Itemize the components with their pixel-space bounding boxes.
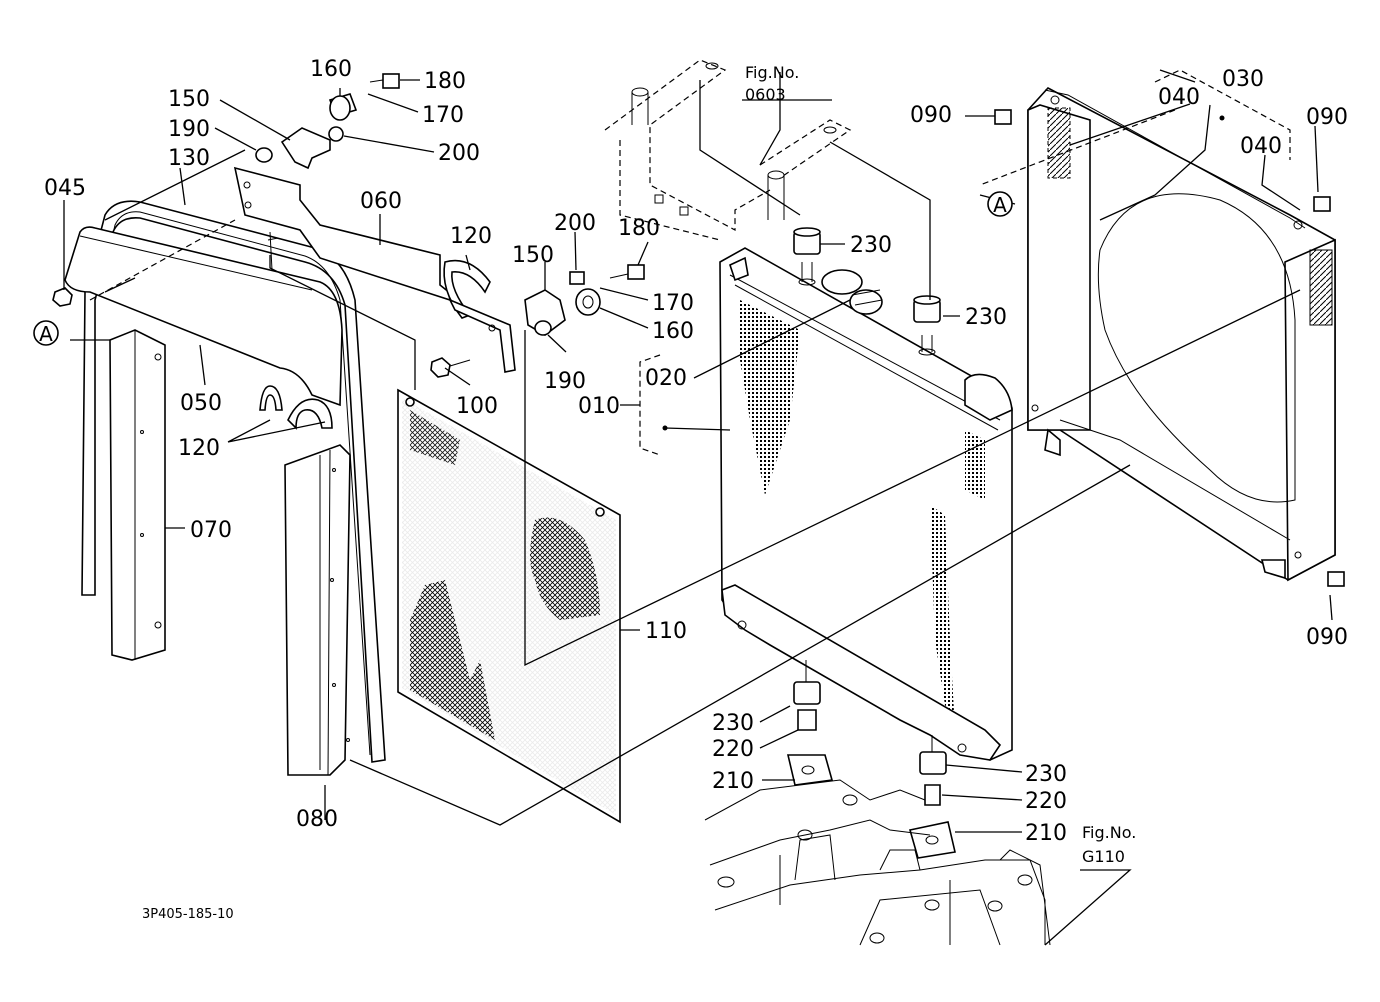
svg-text:A: A	[993, 193, 1007, 217]
callout-labels: 160 180 150 170 190 200 130 045 060 120 …	[44, 57, 1348, 922]
frame-g110	[704, 779, 1051, 946]
callout-180-top: 180	[424, 69, 466, 94]
panel-070	[109, 329, 166, 661]
callout-150-top: 150	[168, 87, 210, 112]
nut-190-top	[255, 147, 273, 163]
mount-stack-right	[908, 735, 956, 859]
cushion-230-top-left	[793, 227, 821, 286]
cushion-230-top-right	[913, 295, 941, 356]
callout-230-bottom-left: 230	[712, 711, 754, 736]
callout-020: 020	[645, 366, 687, 391]
callout-220-bottom-left: 220	[712, 737, 754, 762]
fig-g110-label: Fig.No.	[1082, 823, 1136, 842]
bracket-060	[233, 166, 451, 302]
callout-080: 080	[296, 807, 338, 832]
nut-200-top	[328, 126, 344, 142]
callout-040-right: 040	[1240, 134, 1282, 159]
callout-060: 060	[360, 189, 402, 214]
callout-120-left: 120	[178, 436, 220, 461]
callout-150-right: 150	[512, 243, 554, 268]
callout-160-right: 160	[652, 319, 694, 344]
callout-170-right: 170	[652, 291, 694, 316]
callout-090-top-right: 090	[1306, 105, 1348, 130]
bolt-180-right	[609, 264, 645, 280]
stay-150-top	[280, 127, 331, 170]
callout-210-bottom-left: 210	[712, 769, 754, 794]
bracket-rail	[448, 298, 516, 373]
callout-190-top: 190	[168, 117, 210, 142]
panel-080	[284, 444, 351, 776]
bolt-180-top	[369, 73, 400, 89]
bolt-090-bottom-right	[1327, 571, 1345, 587]
callout-200-right: 200	[554, 211, 596, 236]
bolt-045	[52, 287, 73, 307]
panel-050	[64, 226, 343, 407]
callout-190-right: 190	[544, 369, 586, 394]
callout-110: 110	[645, 619, 687, 644]
screen-110	[397, 388, 621, 824]
callout-010: 010	[578, 394, 620, 419]
callout-040-top: 040	[1158, 85, 1200, 110]
bolt-090-top-left	[994, 109, 1012, 125]
callout-130: 130	[168, 146, 210, 171]
callout-120-right: 120	[450, 224, 492, 249]
callout-230-bottom-right: 230	[1025, 762, 1067, 787]
callout-090-bottom-right: 090	[1306, 625, 1348, 650]
fig-g110-number: G110	[1082, 847, 1125, 866]
drawing-code: 3P405-185-10	[142, 907, 234, 922]
callout-090-top-left: 090	[910, 103, 952, 128]
svg-text:A: A	[39, 322, 53, 346]
fig-0603-label: Fig.No.	[745, 63, 799, 82]
radiator-010	[719, 247, 1013, 761]
callout-220-bottom-right: 220	[1025, 789, 1067, 814]
mount-stack-left	[786, 660, 834, 786]
ref-a-left: A	[33, 320, 59, 346]
collar-160-top	[328, 93, 358, 121]
callout-170-top: 170	[422, 103, 464, 128]
callout-030: 030	[1222, 67, 1264, 92]
callout-050: 050	[180, 391, 222, 416]
collar-160-right	[575, 288, 601, 316]
callout-230-top-left: 230	[850, 233, 892, 258]
callout-230-top-right: 230	[965, 305, 1007, 330]
callout-160-top: 160	[310, 57, 352, 82]
callout-180-right: 180	[618, 216, 660, 241]
bolt-100	[430, 357, 471, 378]
fig-0603-number: 0603	[745, 85, 786, 104]
bolt-090-top-right	[1313, 196, 1331, 212]
ref-a-right: A	[987, 191, 1013, 217]
shroud-030	[1027, 87, 1336, 582]
u-clips-120-left	[259, 385, 333, 430]
callout-100: 100	[456, 394, 498, 419]
callout-070: 070	[190, 518, 232, 543]
callout-200-top: 200	[438, 141, 480, 166]
callout-210-bottom-right: 210	[1025, 821, 1067, 846]
radiator-cap-020	[821, 269, 883, 315]
nut-190-right	[534, 320, 552, 336]
callout-045: 045	[44, 176, 86, 201]
upper-bracket-ref	[604, 59, 852, 241]
bolt-200-right	[569, 271, 585, 285]
